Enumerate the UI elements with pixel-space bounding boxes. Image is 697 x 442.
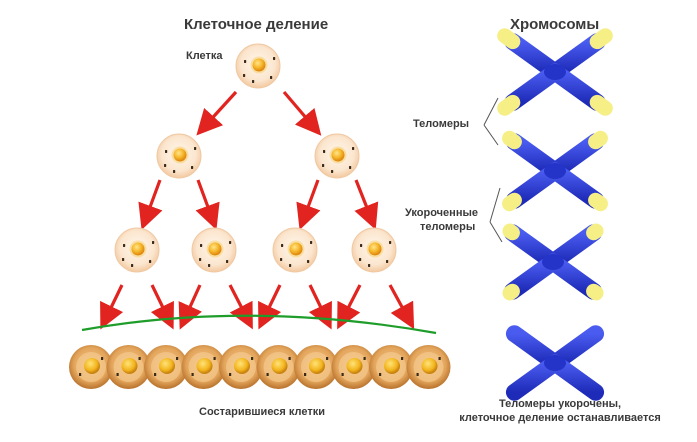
stop-label-line1: Теломеры укорочены, [498, 398, 622, 410]
telomere-cap [588, 192, 608, 212]
telomere-cap [586, 223, 604, 241]
aged-cell [144, 345, 188, 389]
cell-label: Клетка [186, 50, 223, 62]
cell-division-title: Клеточное деление [184, 16, 329, 33]
aged-cell [219, 345, 263, 389]
dividing-cell [351, 227, 397, 273]
shortened-telomeres-label-line1: Укороченные [405, 207, 478, 219]
shortened-telomeres-label-line2: теломеры [420, 221, 476, 233]
telomere-cap [502, 283, 520, 301]
dividing-cell [156, 133, 202, 179]
aged-cell [294, 345, 338, 389]
chromosome-medium-telomeres [502, 130, 608, 212]
telomere-cap [497, 94, 521, 116]
telomere-cap [589, 94, 613, 116]
chromosomes-title: Хромосомы [510, 16, 600, 33]
aged-cells-row [69, 345, 451, 389]
telomere-cap [502, 130, 522, 150]
division-arrow [388, 284, 415, 330]
chromosome-short-telomeres [502, 223, 604, 301]
dividing-cell [114, 227, 160, 273]
division-arrow [354, 179, 379, 230]
telomere-pointer-lines [483, 97, 499, 146]
aged-cells-label: Состарившиеся клетки [199, 406, 325, 418]
stop-label-line2: клеточное деление останавливается [459, 412, 661, 424]
division-arrow [150, 284, 174, 330]
telomere-cap [502, 192, 522, 212]
division-arrow [138, 179, 163, 231]
division-arrow [100, 284, 124, 330]
telomere-cap [497, 28, 521, 50]
division-arrow [282, 90, 322, 136]
aged-cell [331, 345, 376, 389]
dividing-cell [191, 227, 237, 273]
division-arrow [296, 179, 321, 231]
dividing-cell [272, 227, 318, 273]
senescence-curve [81, 314, 437, 335]
dividing-cell [314, 133, 360, 179]
telomere-cap [586, 283, 604, 301]
division-arrows [100, 90, 415, 330]
division-arrow [196, 90, 238, 136]
division-arrow [195, 179, 220, 231]
telomeres-label: Теломеры [413, 118, 470, 130]
dividing-cell [235, 43, 281, 89]
division-arrow [178, 284, 202, 330]
aged-cell [69, 345, 113, 389]
aged-cell [106, 345, 151, 389]
aged-cell [406, 345, 451, 389]
division-arrow [258, 284, 282, 330]
telomere-cap [588, 130, 608, 150]
telomere-cap [589, 28, 613, 50]
chromosome-long-telomeres [497, 28, 613, 116]
aged-cell [256, 345, 301, 389]
chromosome-no-telomeres [505, 325, 605, 401]
aged-cell [181, 345, 226, 389]
division-arrow [228, 284, 253, 330]
cells-group [114, 43, 397, 273]
shortened-telomere-pointer-lines [489, 187, 503, 243]
telomere-cap [502, 223, 520, 241]
aged-cell [369, 345, 413, 389]
division-arrow [308, 284, 332, 330]
division-arrow [337, 284, 362, 330]
chromosomes-group [497, 28, 613, 401]
